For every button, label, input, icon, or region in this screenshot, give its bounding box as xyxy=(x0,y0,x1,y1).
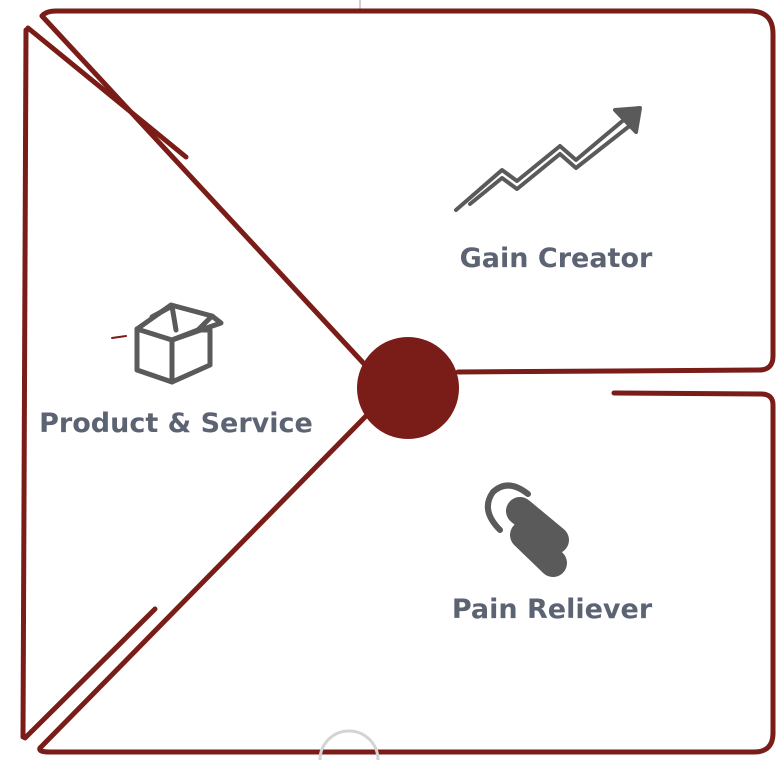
trending-up-icon xyxy=(454,106,642,212)
bottom-left-short-diagonal xyxy=(22,606,158,741)
product-service-label: Product & Service xyxy=(39,408,313,439)
top-left-short-diagonal xyxy=(25,25,189,160)
bottom-faint-arc xyxy=(318,729,380,760)
center-hub xyxy=(357,337,459,439)
lower-diagonal xyxy=(37,390,776,755)
frame xyxy=(20,8,776,755)
gain-creator-label: Gain Creator xyxy=(460,243,653,274)
capsule-pill-icon xyxy=(484,482,569,577)
pain-reliever-label: Pain Reliever xyxy=(452,594,653,625)
left-edge-line xyxy=(20,27,29,740)
upper-diagonal xyxy=(39,13,370,370)
gain-creator-outline xyxy=(39,8,776,375)
open-box-icon xyxy=(111,302,224,385)
